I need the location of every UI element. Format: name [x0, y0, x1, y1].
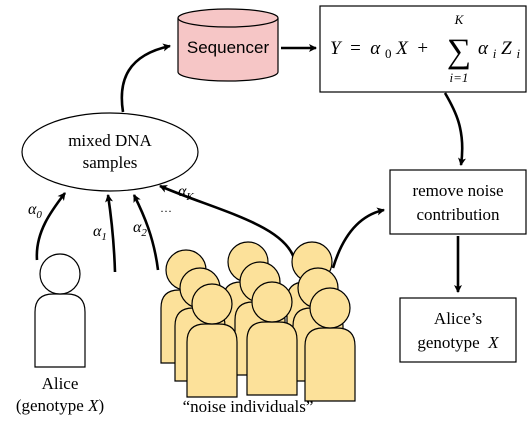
equation-frame [319, 5, 527, 93]
eq-equals: = [345, 38, 365, 59]
noise-person-icon-body [246, 321, 298, 396]
label-dots: ··· [160, 204, 172, 218]
eq-alpha-i: α [478, 38, 489, 59]
result-line2-var: X [487, 333, 499, 352]
noise-person-icon [246, 281, 298, 396]
result-node: Alice’s genotype X [399, 297, 517, 363]
eq-alpha-i-sub: i [493, 46, 497, 61]
arrow-dna-to-sequencer [120, 43, 171, 113]
remove-noise-frame [389, 169, 527, 235]
noise-person-icon [186, 283, 238, 398]
sequencer-top [177, 8, 279, 28]
label-alphaK: αK [178, 183, 194, 203]
eq-y: Y [330, 38, 343, 59]
equation-box: Y = α 0 X + ∑ K i=1 α i Z i [319, 5, 527, 93]
alice-caption: (genotype X) [16, 396, 104, 415]
eq-alpha0: α [370, 38, 381, 59]
noise-crowd [160, 241, 356, 402]
eq-z-sub: i [516, 46, 520, 61]
label-alpha0: α0 [28, 201, 42, 221]
alice-figure-body [34, 293, 86, 368]
arrow-noiseK-to-dna [159, 184, 297, 263]
alice-figure [34, 253, 86, 368]
noise-person-icon-head [251, 281, 293, 323]
alice-person-icon [34, 253, 86, 368]
equation-formula: Y = α 0 X + [330, 38, 433, 63]
noise-person-icon-head [309, 287, 351, 329]
sequencer-label: Sequencer [187, 38, 270, 57]
sum-symbol: ∑ [447, 33, 471, 70]
alice-figure-head [39, 253, 81, 295]
noise-person-icon-body [186, 323, 238, 398]
eq-x: X [395, 38, 409, 59]
noise-person-icon-head [191, 283, 233, 325]
result-frame [399, 297, 517, 363]
mixed-dna-line1: mixed DNA [68, 131, 152, 150]
sequencer-node: Sequencer [177, 8, 279, 82]
remove-noise-line2: contribution [416, 205, 500, 224]
alice-name: Alice [42, 374, 79, 393]
arrow-alice-to-dna [35, 192, 67, 261]
eq-plus: + [413, 38, 433, 59]
mixed-dna-node: mixed DNA samples [21, 112, 199, 192]
arrow-noise2-to-dna [132, 194, 160, 271]
result-line2-prefix: genotype [417, 333, 484, 352]
sequencer-body [177, 18, 279, 82]
sum-lower: i=1 [450, 70, 469, 85]
arrow-equation-to-remove [443, 92, 466, 166]
remove-noise-line1: remove noise [412, 181, 503, 200]
result-line1: Alice’s [434, 309, 482, 328]
sum-upper: K [454, 12, 465, 27]
mixed-dna-line2: samples [83, 153, 138, 172]
arrow-noise1-to-dna [105, 194, 117, 273]
arrow-labels: α0 α1 α2 ··· αK [28, 183, 194, 243]
label-alpha1: α1 [93, 223, 107, 243]
connectors [35, 43, 466, 293]
noise-person-icon [304, 287, 356, 402]
equation-tail: α i Z i [478, 38, 520, 63]
noise-caption: “noise individuals” [183, 397, 314, 416]
arrow-noise-to-remove [331, 207, 385, 269]
result-line2: genotype X [417, 333, 499, 352]
remove-noise-node: remove noise contribution [389, 169, 527, 235]
noise-person-icon-body [304, 327, 356, 402]
eq-alpha0-sub: 0 [385, 46, 392, 61]
mixed-dna-ellipse [21, 112, 199, 192]
label-alpha2: α2 [133, 219, 147, 239]
eq-z: Z [501, 38, 512, 59]
